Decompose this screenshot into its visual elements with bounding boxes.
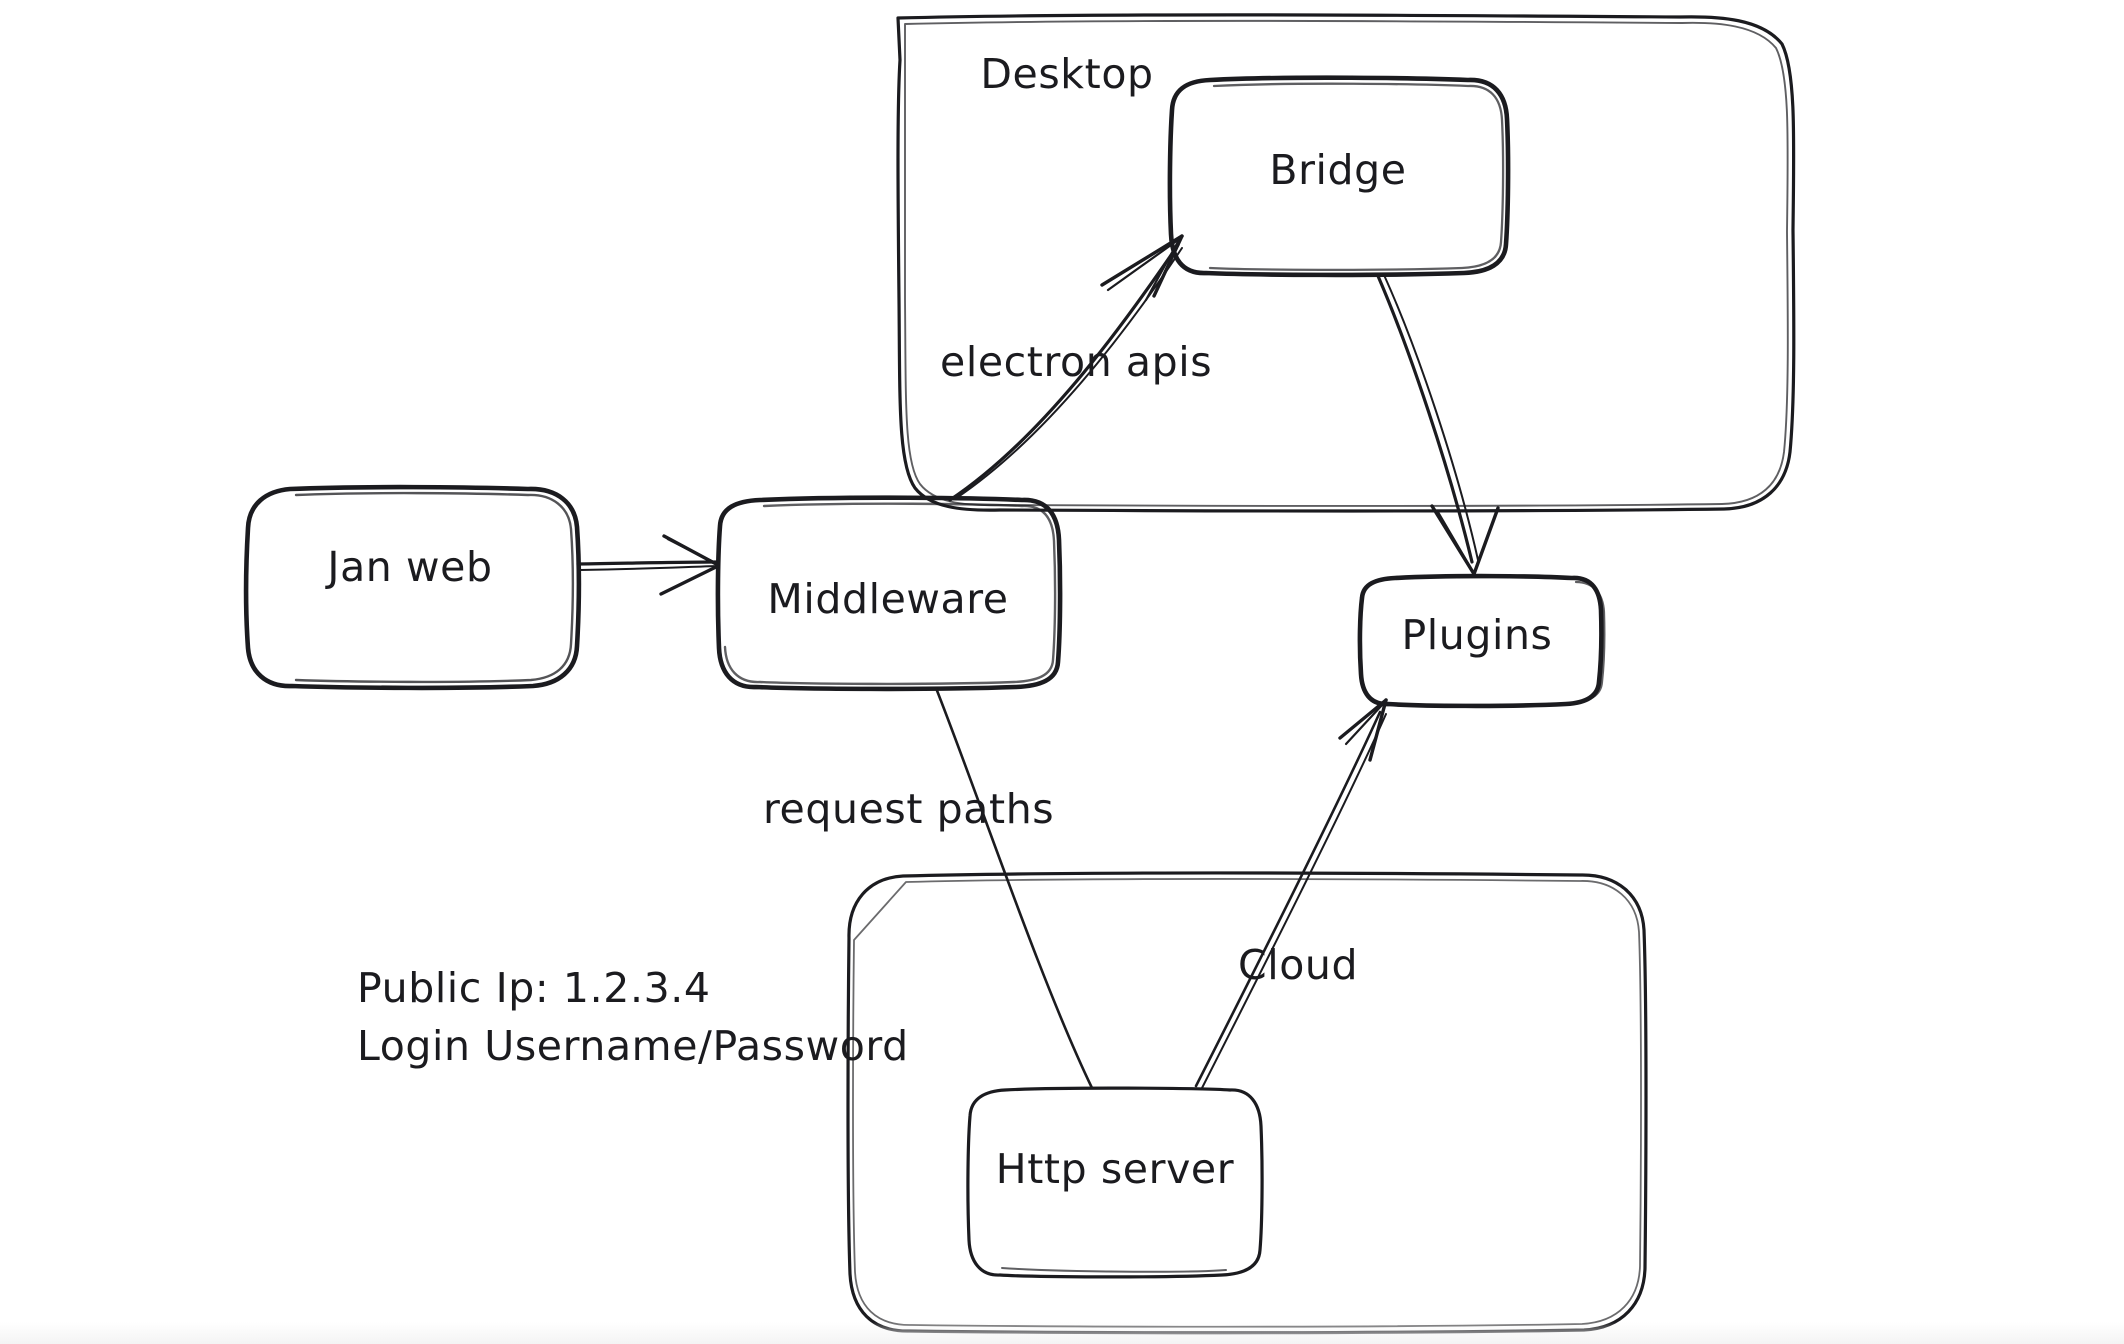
node-middleware[interactable]: Middleware <box>715 495 1063 692</box>
node-http-server-label: Http server <box>996 1145 1234 1193</box>
note-login-credentials: Login Username/Password <box>357 1022 909 1070</box>
edge-middleware-to-bridge[interactable]: electron apis <box>940 234 1212 502</box>
edge-http-server-to-plugins[interactable]: Cloud <box>1194 698 1388 1089</box>
node-middleware-label: Middleware <box>767 575 1008 623</box>
container-desktop[interactable]: Desktop <box>896 13 1796 513</box>
notes-block: Public Ip: 1.2.3.4 Login Username/Passwo… <box>357 964 909 1070</box>
edge-label-electron-apis: electron apis <box>940 338 1212 386</box>
node-jan-web[interactable]: Jan web <box>243 484 582 691</box>
node-plugins[interactable]: Plugins <box>1357 573 1606 709</box>
node-plugins-label: Plugins <box>1401 611 1552 659</box>
edge-label-request-paths: request paths <box>763 785 1054 833</box>
node-jan-web-label: Jan web <box>324 543 492 591</box>
node-bridge-label: Bridge <box>1269 146 1406 194</box>
edge-middleware-to-http-server[interactable]: request paths <box>763 686 1094 1090</box>
edge-bridge-to-plugins[interactable] <box>1376 274 1500 576</box>
edge-jan-web-to-middleware[interactable] <box>576 534 720 596</box>
node-http-server[interactable]: Http server <box>966 1086 1264 1279</box>
edge-label-cloud: Cloud <box>1238 941 1358 989</box>
container-desktop-label: Desktop <box>980 50 1153 98</box>
node-bridge[interactable]: Bridge <box>1167 75 1511 278</box>
container-cloud[interactable] <box>846 871 1648 1335</box>
note-public-ip: Public Ip: 1.2.3.4 <box>357 964 711 1012</box>
